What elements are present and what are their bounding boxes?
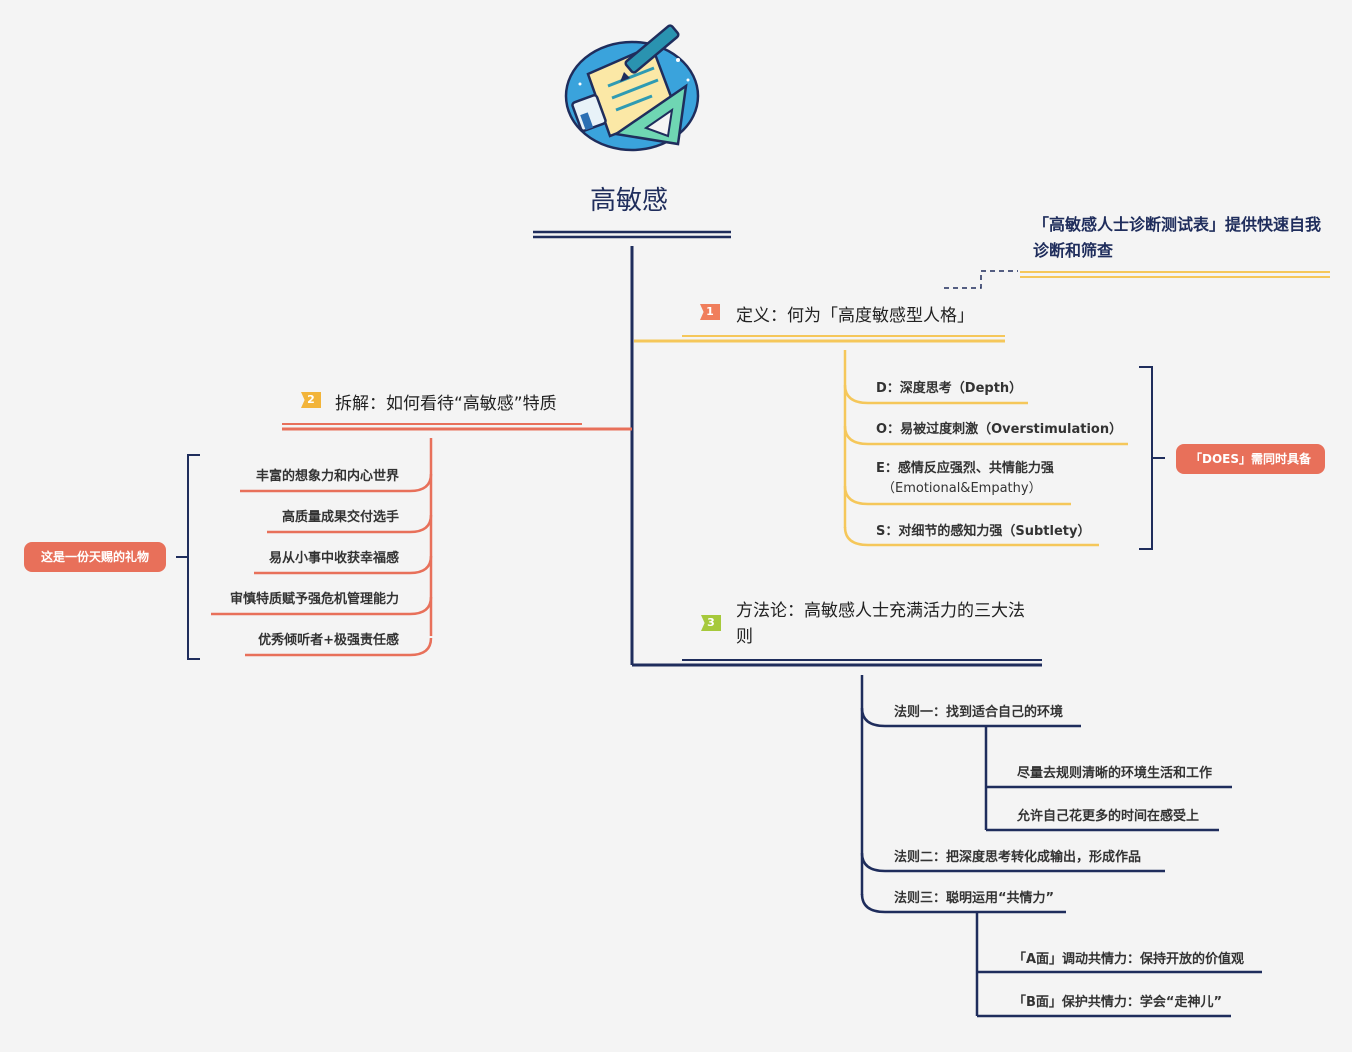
does-item-s: S：对细节的感知力强（Subtlety）: [876, 524, 1091, 539]
rule-3-label: 法则三：聪明运用“共情力”: [894, 891, 1055, 906]
branch-1-number: 1: [700, 304, 720, 320]
trait-item: 高质量成果交付选手: [281, 510, 399, 525]
rule-3-child: 「A面」调动共情力：保持开放的价值观: [1013, 952, 1245, 967]
rule-2-label: 法则二：把深度思考转化成输出，形成作品: [894, 850, 1142, 865]
does-item-e: E：感情反应强烈、共情能力强（Emotional&Empathy）: [876, 461, 1054, 496]
branch-2-number: 2: [301, 392, 321, 408]
rule-1-label: 法则一：找到适合自己的环境: [894, 705, 1064, 720]
branch-1-label: 定义：何为「高度敏感型人格」: [736, 306, 974, 326]
branch-3-label: 方法论：高敏感人士充满活力的三大法则: [736, 601, 1025, 647]
does-item-o: O：易被过度刺激（Overstimulation）: [876, 422, 1123, 437]
branch-2-label: 拆解：如何看待“高敏感”特质: [335, 394, 557, 414]
notebook-pencil-ruler-icon: [564, 24, 700, 152]
does-group-label: 「DOES」需同时具备: [1176, 444, 1325, 474]
trait-item: 优秀倾听者+极强责任感: [258, 633, 399, 648]
trait-item: 易从小事中收获幸福感: [268, 551, 399, 566]
trait-item: 丰富的想象力和内心世界: [255, 469, 399, 484]
gift-group-label: 这是一份天赐的礼物: [24, 542, 166, 572]
does-item-d: D：深度思考（Depth）: [876, 381, 1023, 396]
root-title: 高敏感: [590, 186, 669, 216]
branch-3-number: 3: [701, 615, 721, 631]
rule-1-child: 允许自己花更多的时间在感受上: [1017, 809, 1200, 824]
trait-item: 审慎特质赋予强危机管理能力: [229, 592, 399, 607]
summary-note: 「高敏感人士诊断测试表」提供快速自我诊断和筛查: [1033, 215, 1322, 260]
rule-1-child: 尽量去规则清晰的环境生活和工作: [1017, 766, 1213, 781]
rule-3-child: 「B面」保护共情力：学会“走神儿”: [1013, 995, 1222, 1010]
